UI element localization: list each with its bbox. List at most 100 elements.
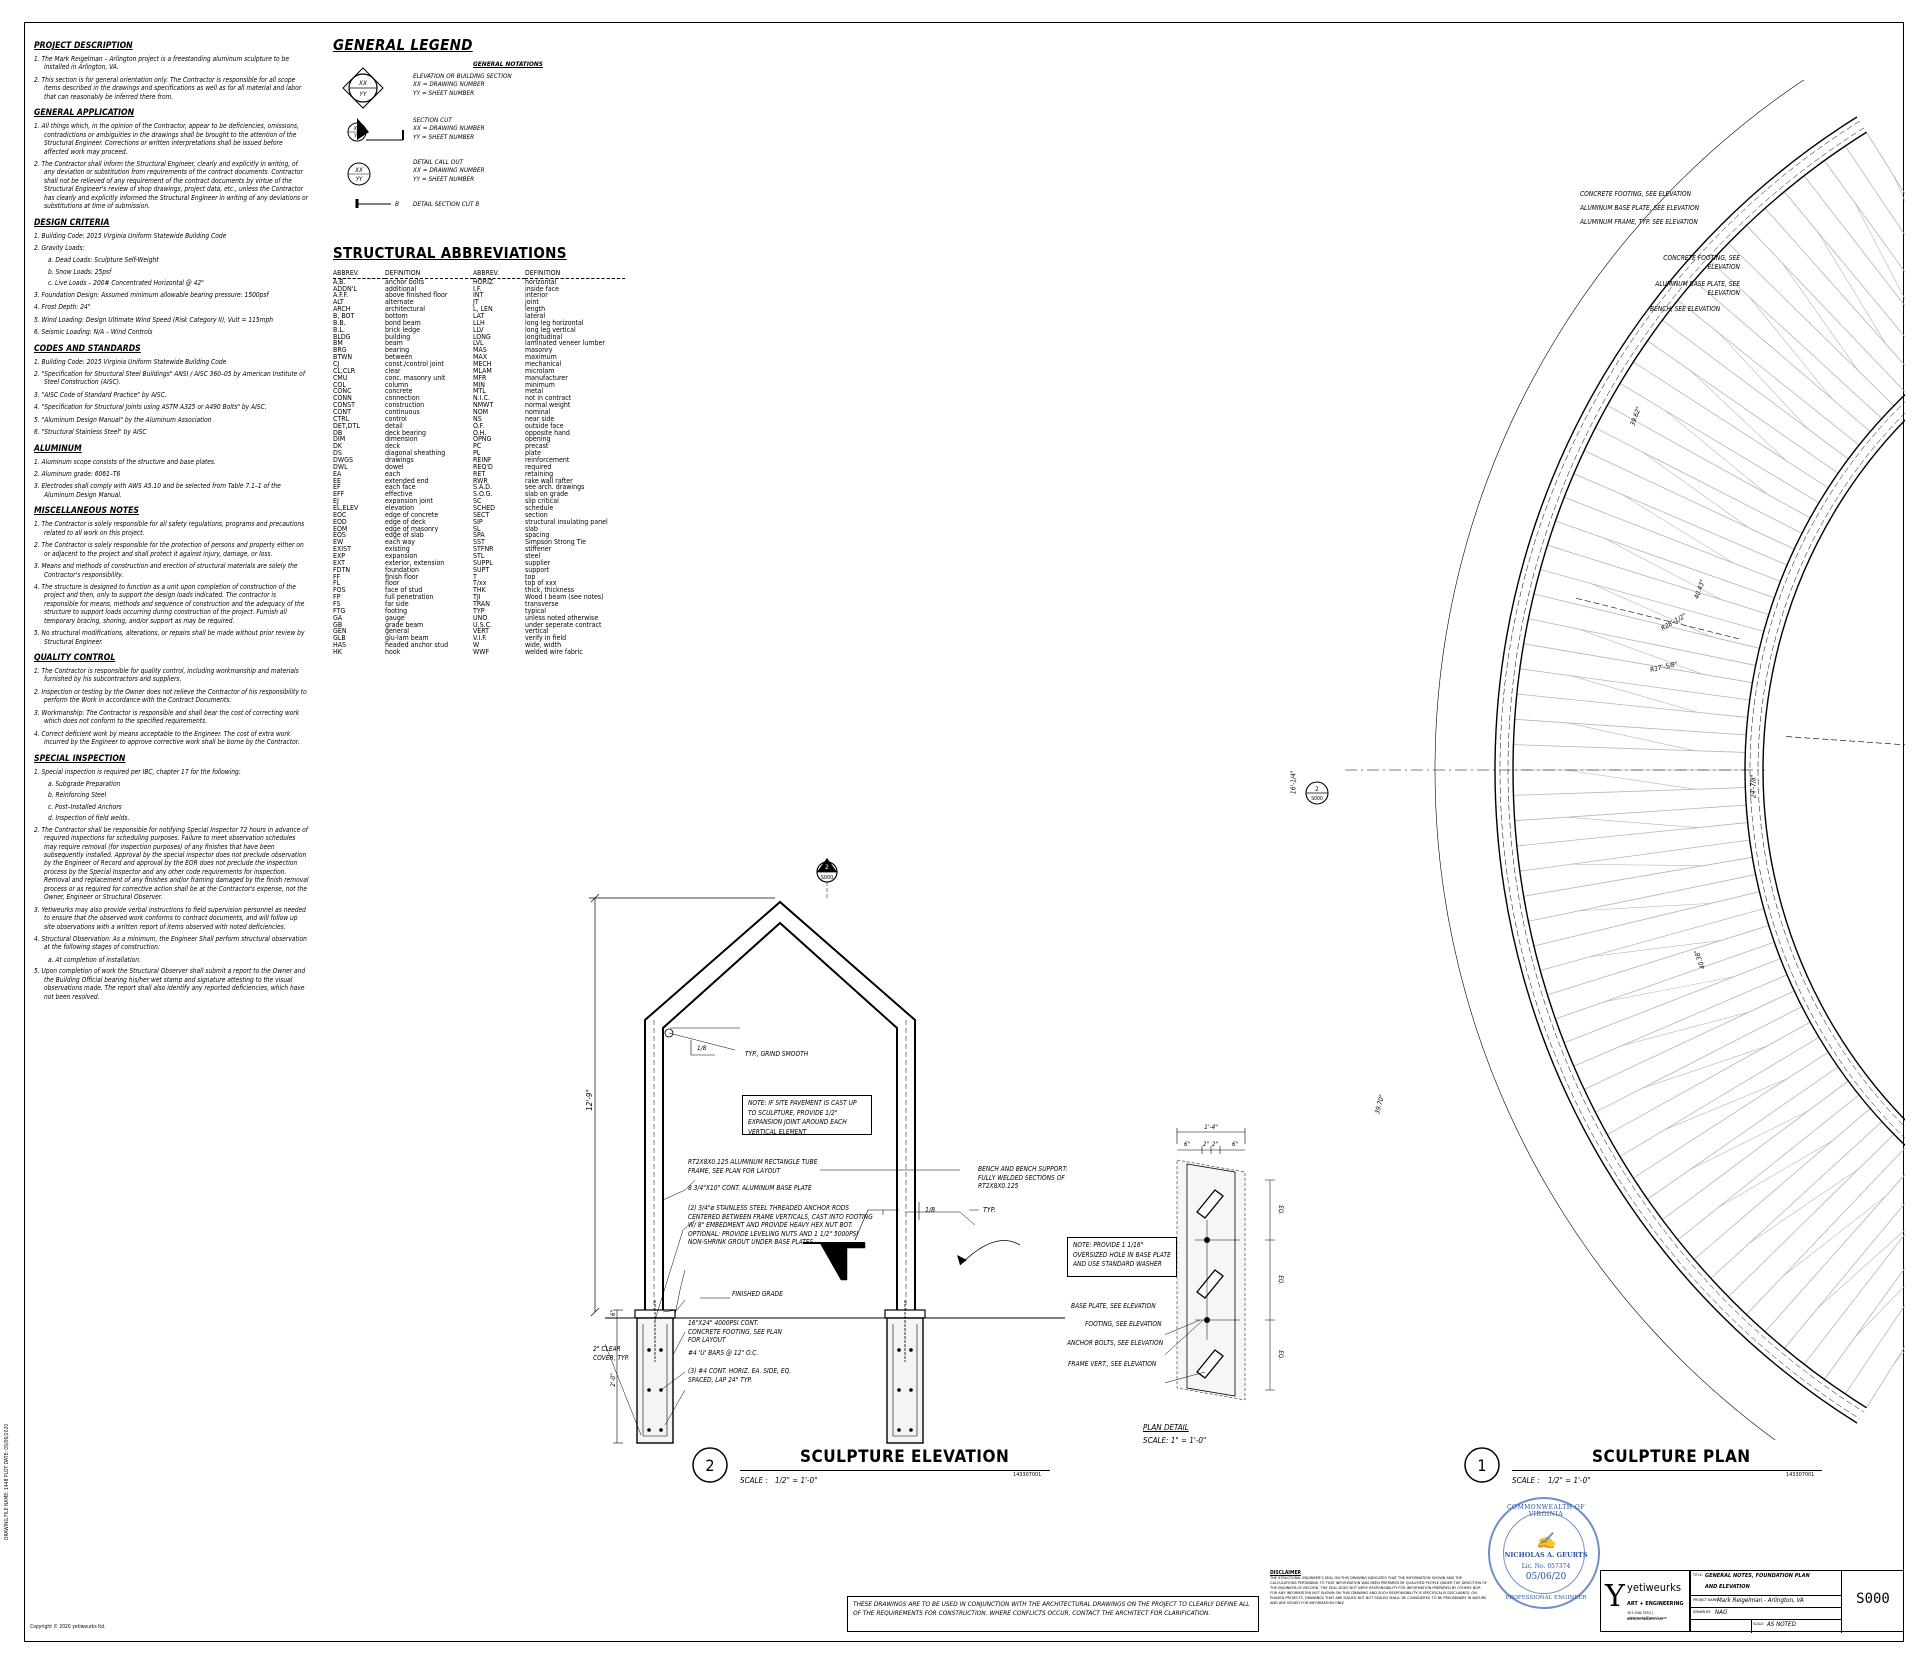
frame-rib bbox=[1647, 340, 1839, 474]
abbr-code: O.F. bbox=[473, 421, 485, 430]
frame-brace bbox=[1571, 675, 1699, 713]
note-item: 2. The Contractor is solely responsible … bbox=[34, 541, 304, 558]
abbr-code: SUPPL bbox=[473, 558, 493, 567]
note-item: 5. Wind Loading: Design Ultimate Wind Sp… bbox=[34, 315, 273, 324]
plan-marker-num: 2 bbox=[1315, 786, 1318, 793]
abbr-code: CONST bbox=[333, 401, 355, 410]
tb-scale-label: SCALE: bbox=[1753, 1622, 1765, 1626]
plan-arc bbox=[1749, 401, 1905, 1139]
abbr-definition: top bbox=[525, 572, 536, 581]
tube-frame-note: RT2X8X0.125 ALUMINUM RECTANGLE TUBE FRAM… bbox=[688, 1158, 818, 1175]
abbr-code: HK bbox=[333, 648, 342, 657]
frame-rib bbox=[1540, 908, 1764, 971]
abbr-code: B.B. bbox=[333, 318, 346, 327]
abbr-code: FS bbox=[333, 600, 341, 609]
abbr-code: SST bbox=[473, 538, 485, 547]
note-item: 2. "Specification for Structural Steel B… bbox=[34, 369, 305, 387]
drawing-sheet-border bbox=[24, 22, 1904, 1642]
plan-outer-label-3: ALUMINUM FRAME, TYP. SEE ELEVATION bbox=[1580, 218, 1698, 226]
abbr-code: BLDG bbox=[333, 332, 351, 341]
note-item: a. Subgrade Preparation bbox=[48, 779, 121, 788]
abbr-definition: laminated veneer lumber bbox=[525, 339, 605, 348]
abbr-definition: transverse bbox=[525, 600, 559, 609]
abbr-code: GLB bbox=[333, 634, 346, 643]
abbr-definition: column bbox=[385, 380, 409, 389]
abbr-code: GEN bbox=[333, 627, 347, 636]
abbr-definition: foundation bbox=[385, 565, 419, 574]
abbr-code: CL,CLR bbox=[333, 366, 356, 375]
abbr-code: MIN bbox=[473, 380, 486, 389]
abbr-definition: opening bbox=[525, 435, 551, 444]
eq-label-1: EQ. bbox=[1277, 1205, 1284, 1214]
tb-title-1: GENERAL NOTES, FOUNDATION PLAN bbox=[1705, 1573, 1810, 1579]
abbr-code: SECT bbox=[473, 510, 490, 519]
note-item: 4. Frost Depth: 24" bbox=[34, 303, 91, 312]
dim-2ft-text: 2'-0" bbox=[609, 1373, 617, 1387]
abbr-code: ALT bbox=[333, 298, 344, 307]
tb-scale: AS NOTED bbox=[1767, 1621, 1796, 1628]
abbr-code: CJ bbox=[333, 359, 340, 368]
abbr-definition: concrete bbox=[385, 387, 413, 396]
abbr-code: S.A.D. bbox=[473, 483, 493, 492]
abbr-definition: edge of deck bbox=[385, 517, 426, 526]
legend-sym-3-bot: YY bbox=[356, 176, 363, 183]
plan-inner-label-3: BENCH, SEE ELEVATION bbox=[1650, 305, 1721, 313]
abbr-definition: architectural bbox=[385, 305, 425, 314]
sculpture-elevation-drawing: 2 S000 12'-9" 1/8 bbox=[585, 858, 1065, 1444]
elevation-title-rule bbox=[740, 1470, 1050, 1471]
plan-detail-drawing: EQ. EQ. EQ. 1'-4" 6" 2" 2" 6" bbox=[1165, 1123, 1284, 1401]
abbr-definition: construction bbox=[385, 401, 425, 410]
frame-rib bbox=[1764, 207, 1905, 367]
abbr-code: EXT bbox=[333, 558, 346, 567]
frame-rib bbox=[1784, 1202, 1905, 1349]
abbr-definition: building bbox=[385, 332, 411, 341]
sculpture-plan-drawing bbox=[1345, 80, 1905, 1440]
seal-top-text: COMMONWEALTH OF VIRGINIA bbox=[1506, 1504, 1586, 1518]
abbr-definition: section bbox=[525, 510, 548, 519]
abbr-definition: deck bearing bbox=[385, 428, 427, 437]
abbreviations-table: ABBREV. DEFINITION ABBREV. DEFINITION A.… bbox=[333, 270, 625, 656]
abbr-definition: floor bbox=[385, 579, 400, 588]
plan-detail-label-anchor: ANCHOR BOLTS, SEE ELEVATION bbox=[1067, 1339, 1164, 1347]
abbr-code: T/xx bbox=[473, 579, 487, 588]
note-item: 3. Workmanship: The Contractor is respon… bbox=[34, 708, 300, 726]
abbr-code: TYP bbox=[473, 606, 485, 615]
abbr-code: T bbox=[473, 572, 477, 581]
abbr-definition: control bbox=[385, 414, 407, 423]
abbr-code: U.S.C. bbox=[473, 620, 493, 629]
abbr-code: EOS bbox=[333, 531, 346, 540]
frame-rib bbox=[1547, 925, 1769, 996]
abbr-code: HAS bbox=[333, 641, 347, 650]
abbr-definition: rake wall rafter bbox=[525, 476, 573, 485]
abbr-code: DB bbox=[333, 428, 343, 437]
abbr-definition: edge of slab bbox=[385, 531, 424, 540]
note-item: 1. Building Code: 2015 Virginia Uniform … bbox=[34, 231, 227, 240]
frame-brace bbox=[1590, 583, 1711, 637]
legend-sym-1-bot: YY bbox=[359, 90, 367, 98]
abbr-code: JT bbox=[473, 298, 479, 307]
legend-title: GENERAL LEGEND bbox=[333, 36, 473, 54]
frame-rib bbox=[1710, 261, 1883, 419]
abbr-definition: spacing bbox=[525, 531, 550, 540]
abbr-definition: Wood I beam (see notes) bbox=[525, 593, 604, 602]
note-item: 1. Building Code: 2015 Virginia Uniform … bbox=[34, 357, 227, 366]
plan-right-dim: 24'-7/8" bbox=[1749, 774, 1758, 799]
notes-section-title: GENERAL APPLICATION bbox=[34, 108, 135, 119]
footing-note: 16"X24" 4000PSI CONT. CONCRETE FOOTING, … bbox=[688, 1319, 782, 1345]
abbr-definition: manufacturer bbox=[525, 373, 568, 382]
frame-brace bbox=[1590, 940, 1722, 957]
note-item: 2. This section is for general orientati… bbox=[34, 75, 302, 101]
frame-rib bbox=[1514, 804, 1747, 822]
abbr-definition: stiffener bbox=[525, 545, 552, 554]
